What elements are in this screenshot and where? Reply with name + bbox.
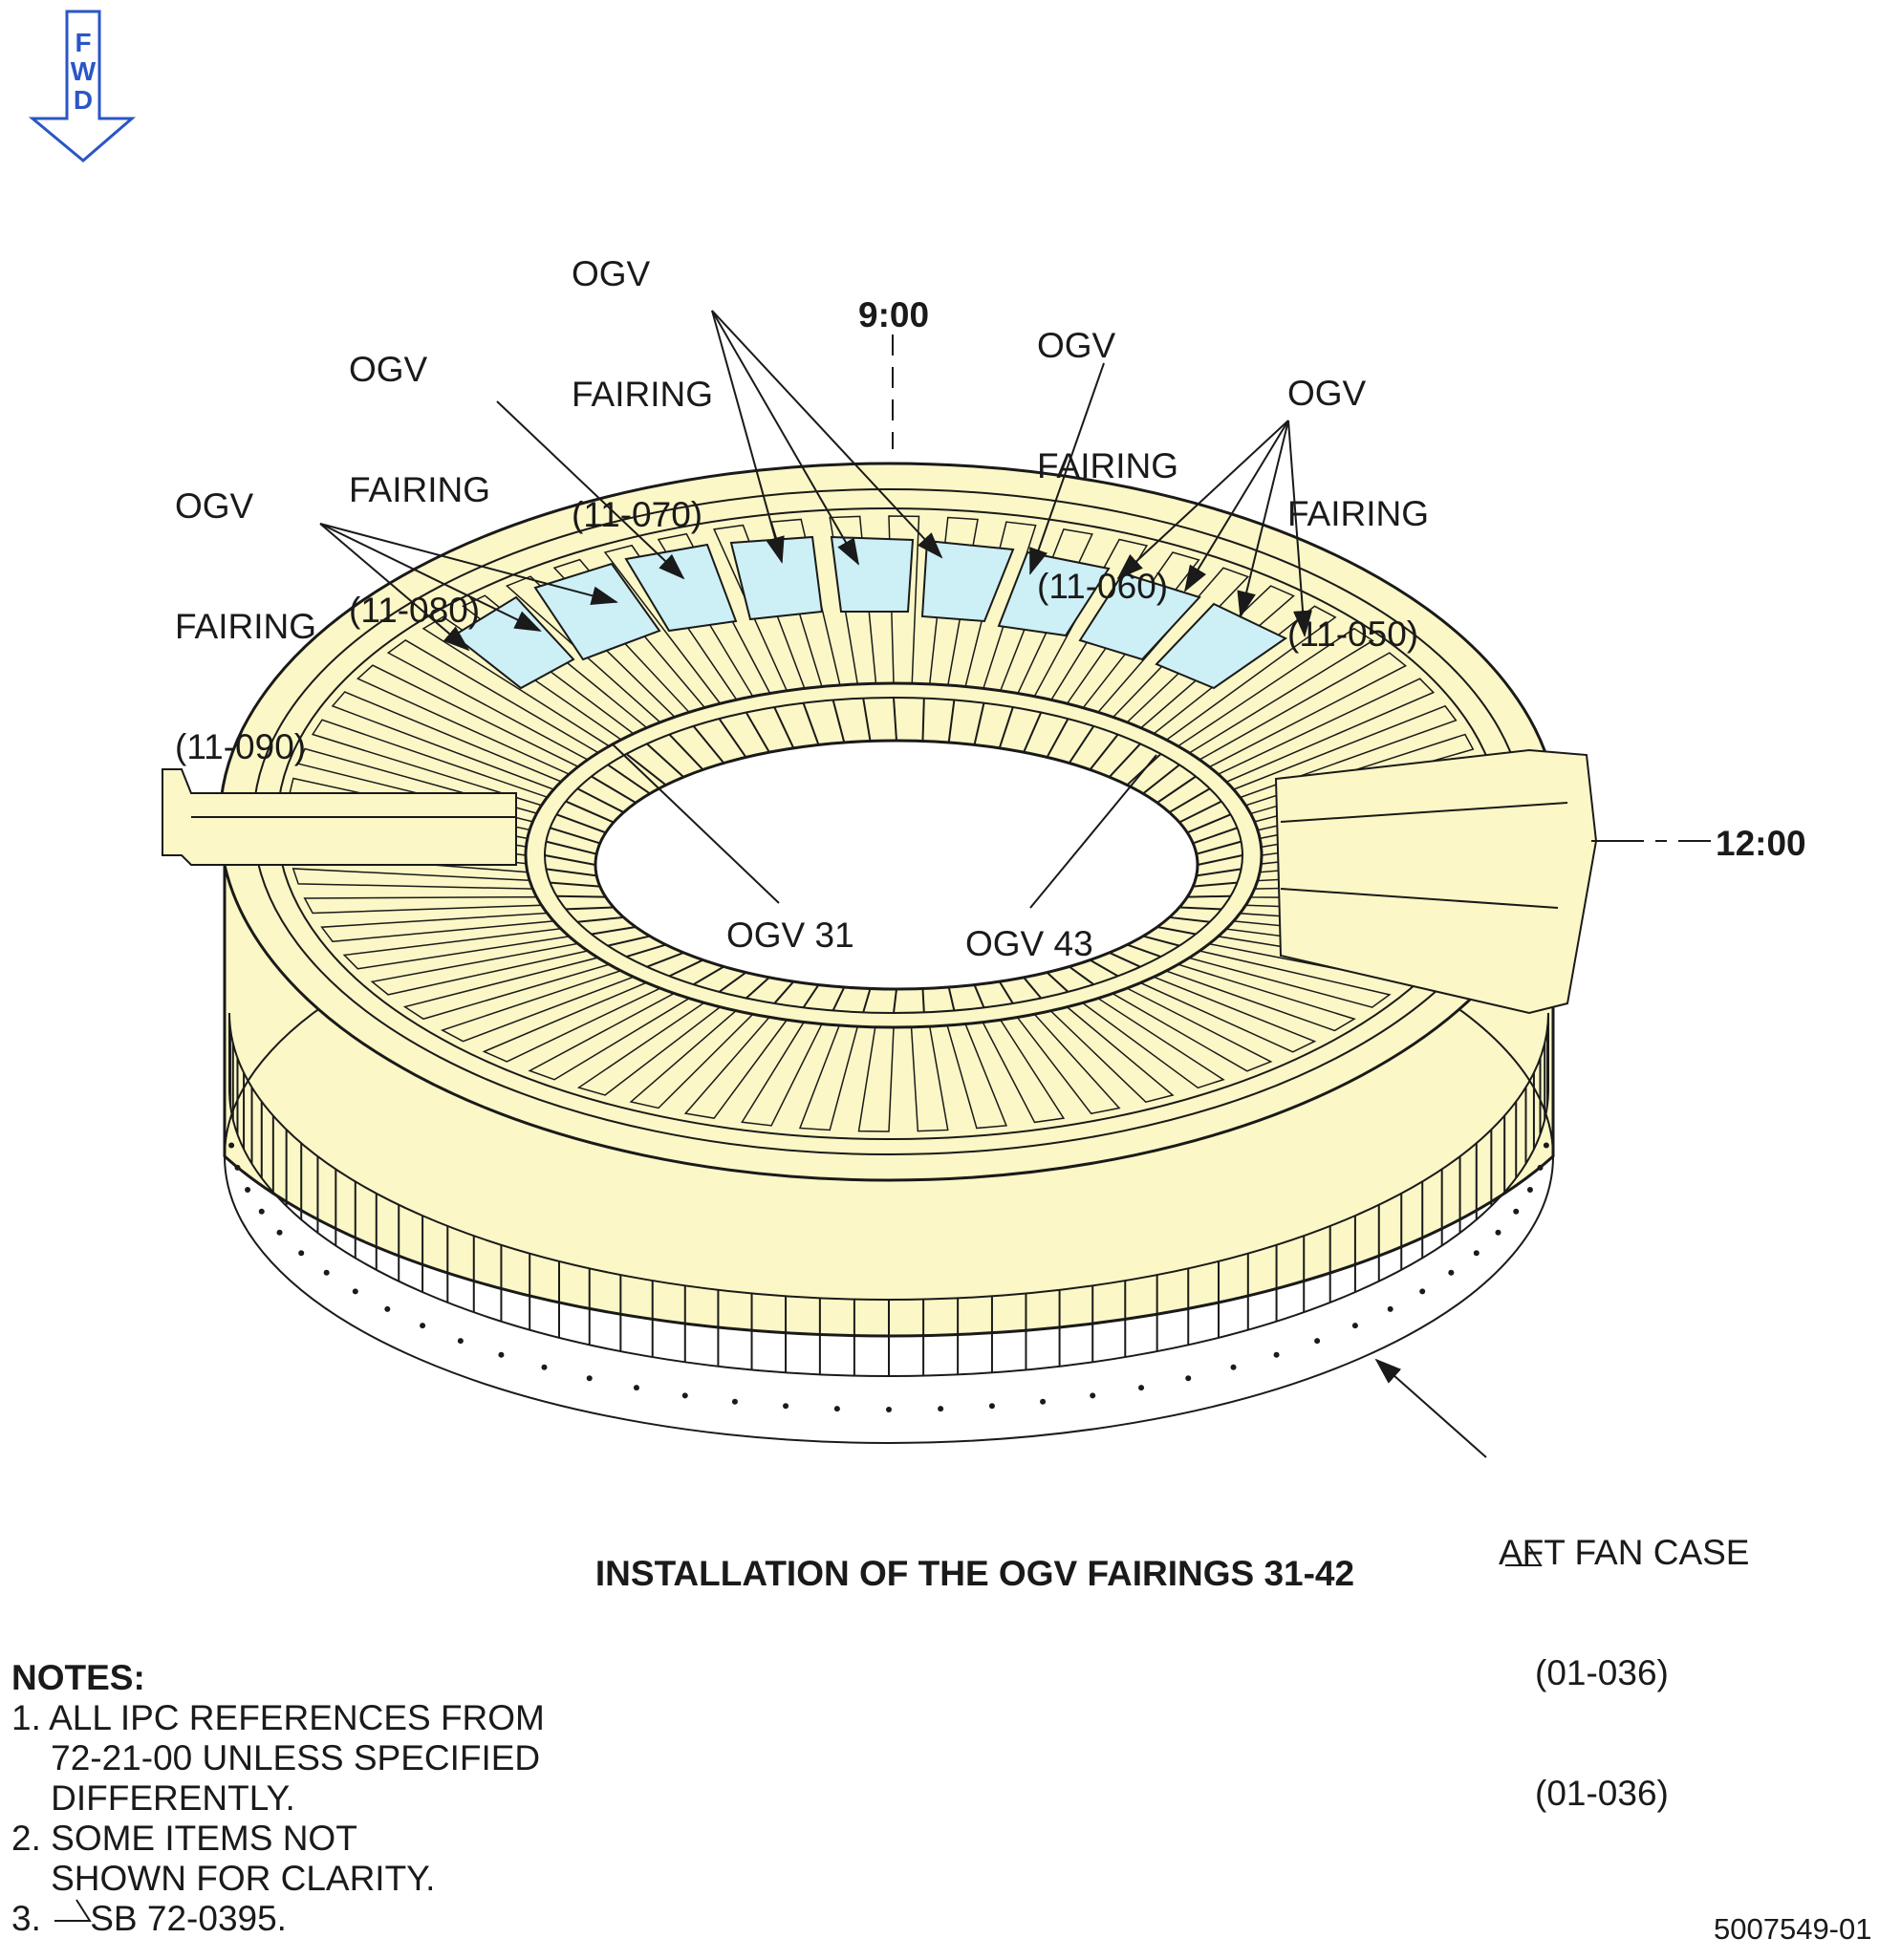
ogv-31-label: OGV 31 [726, 915, 854, 955]
ogv-43-label: OGV 43 [965, 924, 1093, 963]
callout-fairing-11-060: OGV FAIRING (11-060) [1037, 246, 1178, 647]
callout-line: (11-070) [572, 495, 703, 534]
figure-title: INSTALLATION OF THE OGV FAIRINGS 31-42 [594, 1554, 1355, 1593]
note-line: 3. SB 72-0395. [11, 1899, 287, 1938]
callout-line: FAIRING [349, 470, 491, 509]
callout-line: FAIRING [175, 607, 317, 646]
fwd-letter-f: F [75, 28, 92, 57]
callout-line: (11-050) [1287, 614, 1419, 654]
callout-line: OGV [1287, 374, 1367, 413]
callout-line: (11-090) [175, 727, 307, 766]
callout-line: OGV [349, 350, 428, 389]
mount-bracket-right [1274, 748, 1598, 1015]
callout-line: (11-080) [349, 591, 481, 630]
sb-change-mark-icon [1505, 1545, 1543, 1566]
note-line: 2. SOME ITEMS NOT [11, 1819, 357, 1858]
mount-bracket-left [162, 768, 517, 866]
callout-line: OGV [1037, 326, 1116, 365]
callout-line: AFT FAN CASE [1499, 1533, 1750, 1572]
callout-fairing-11-090: OGV FAIRING (11-090) [175, 406, 316, 808]
callout-fairing-11-080: OGV FAIRING (11-080) [349, 269, 490, 671]
ogv-fairings-highlight [452, 535, 1287, 690]
callout-line: FAIRING [1037, 446, 1179, 485]
callout-line: OGV [572, 254, 651, 293]
fwd-label: F W D [70, 29, 97, 115]
note-line: 72-21-00 UNLESS SPECIFIED [11, 1738, 541, 1777]
callout-fairing-11-070: OGV FAIRING (11-070) [572, 174, 713, 575]
callout-line: FAIRING [1287, 494, 1430, 533]
inner-ring [524, 681, 1264, 1029]
clock-9-label: 9:00 [858, 295, 930, 334]
sb-change-mark-note-icon [54, 1899, 92, 1922]
callout-line: FAIRING [572, 375, 714, 414]
note-line: DIFFERENTLY. [11, 1778, 295, 1818]
callout-aft-fan-case: AFT FAN CASE (01-036) (01-036) [1499, 1453, 1750, 1854]
notes-block: NOTES: 1. ALL IPC REFERENCES FROM 72-21-… [11, 1658, 545, 1939]
figure-id: 5007549-01 [1714, 1912, 1872, 1946]
notes-heading: NOTES: [11, 1658, 145, 1697]
note-line: 1. ALL IPC REFERENCES FROM [11, 1698, 545, 1737]
fwd-arrow-icon [28, 10, 137, 162]
callout-fairing-11-050: OGV FAIRING (11-050) [1287, 293, 1429, 695]
leader-lines [319, 310, 1711, 1458]
callout-line: (01-036) [1535, 1653, 1669, 1692]
note-line: SHOWN FOR CLARITY. [11, 1859, 436, 1898]
clock-12-label: 12:00 [1716, 824, 1806, 863]
callout-line: (01-036) [1535, 1774, 1669, 1813]
callout-line: (11-060) [1037, 567, 1169, 606]
fwd-letter-d: D [73, 85, 94, 115]
fwd-letter-w: W [70, 56, 97, 86]
callout-line: OGV [175, 486, 254, 526]
